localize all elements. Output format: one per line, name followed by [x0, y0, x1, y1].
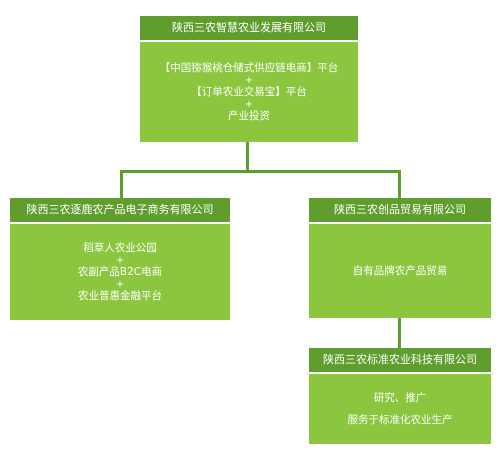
connector-horizontal [120, 170, 401, 173]
left-plus-1: + [115, 254, 125, 266]
top-item-3: 产业投资 [228, 109, 270, 122]
top-company-body: 【中国猕猴桃仓储式供应链电商】平台 + 【订单农业交易宝】平台 + 产业投资 [140, 42, 358, 142]
right-company-box: 陕西三农创品贸易有限公司 自有品牌农产品贸易 [309, 198, 491, 318]
right-company-body: 自有品牌农产品贸易 [309, 224, 491, 318]
right-item-1: 自有品牌农产品贸易 [352, 264, 448, 277]
top-company-box: 陕西三农智慧农业发展有限公司 【中国猕猴桃仓储式供应链电商】平台 + 【订单农业… [140, 16, 358, 142]
top-company-title: 陕西三农智慧农业发展有限公司 [140, 16, 358, 40]
left-company-title: 陕西三农逐鹿农产品电子商务有限公司 [10, 198, 230, 222]
left-company-box: 陕西三农逐鹿农产品电子商务有限公司 稻草人农业公园 + 农副产品B2C电商 + … [10, 198, 230, 320]
sub-item-1: 研究、推广 [373, 392, 427, 404]
sub-company-box: 陕西三农标准农业科技有限公司 研究、推广 服务于标准化农业生产 [309, 348, 491, 444]
sub-company-body: 研究、推广 服务于标准化农业生产 [309, 374, 491, 444]
right-company-title: 陕西三农创品贸易有限公司 [309, 198, 491, 222]
top-item-1: 【中国猕猴桃仓储式供应链电商】平台 [159, 61, 339, 74]
left-item-3: 农业普惠金融平台 [78, 289, 162, 302]
sub-item-2: 服务于标准化农业生产 [347, 414, 453, 426]
left-item-2: 农副产品B2C电商 [77, 265, 163, 278]
connector-right-vertical [398, 170, 401, 198]
top-item-2: 【订单农业交易宝】平台 [191, 85, 307, 98]
left-plus-2: + [115, 278, 125, 290]
left-item-1: 稻草人农业公园 [83, 241, 157, 254]
connector-left-vertical [120, 170, 123, 198]
sub-company-title: 陕西三农标准农业科技有限公司 [309, 348, 491, 372]
left-company-body: 稻草人农业公园 + 农副产品B2C电商 + 农业普惠金融平台 [10, 224, 230, 320]
connector-top-vertical [246, 142, 249, 172]
connector-right-to-sub [398, 318, 401, 348]
top-plus-2: + [244, 98, 254, 110]
top-plus-1: + [244, 74, 254, 86]
